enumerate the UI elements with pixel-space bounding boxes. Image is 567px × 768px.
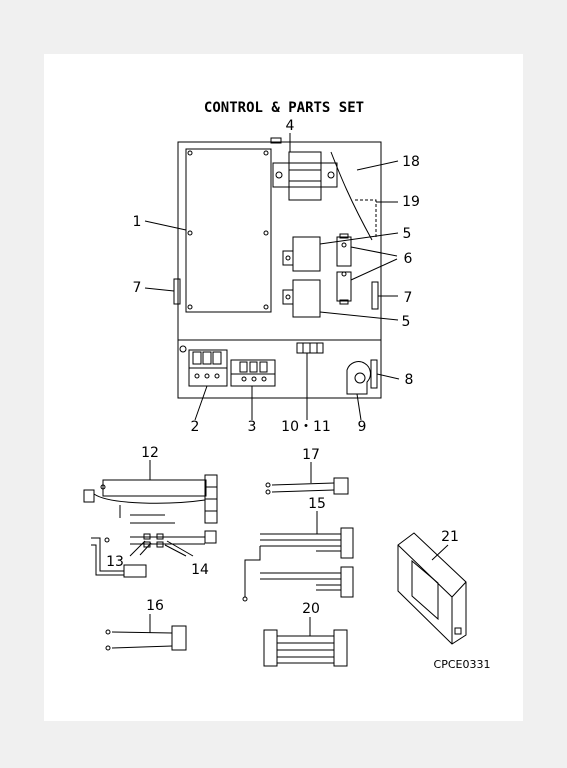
clamp-right-part-7: [371, 281, 379, 310]
callout-1: 1: [133, 214, 142, 230]
holder-lower-part-6: [336, 271, 352, 305]
leader-lines-box: [144, 133, 400, 421]
callout-2: 2: [191, 419, 200, 435]
callout-20: 20: [302, 601, 320, 617]
callout-16: 16: [146, 598, 164, 614]
callout-18: 18: [402, 154, 420, 170]
callout-7-left: 7: [133, 280, 142, 296]
bushing-part-8: [370, 359, 378, 389]
wire-harness-part-12: [83, 460, 218, 578]
callout-10-11: 10・11: [281, 419, 331, 435]
terminal-block-part-2: [179, 345, 228, 387]
relay-upper-part-5: [282, 236, 321, 272]
callout-13: 13: [106, 554, 124, 570]
callout-17: 17: [302, 447, 320, 463]
transformer-part-4: [272, 151, 338, 201]
drawing-code: CPCE0331: [434, 658, 491, 671]
callout-5-upper: 5: [403, 226, 412, 242]
wire-harness-part-17: [265, 462, 349, 495]
callout-15: 15: [308, 496, 326, 512]
callout-12: 12: [141, 445, 159, 461]
callout-4: 4: [286, 118, 295, 134]
callout-labels: 4 1 7 18 19 5 6 7 5 8 2 3 10・11 9 12 17 …: [106, 118, 459, 617]
control-box-tab: [270, 137, 282, 144]
wire-part-18: [330, 151, 373, 241]
callout-8: 8: [405, 372, 414, 388]
remote-controller-part-21: [397, 532, 467, 645]
wire-harness-part-20: [263, 617, 348, 667]
callout-6: 6: [404, 251, 413, 267]
callout-7-right: 7: [404, 290, 413, 306]
grommet-part-9: [346, 361, 371, 395]
wire-harness-part-16: [105, 614, 187, 651]
callout-14: 14: [191, 562, 209, 578]
relay-lower-part-5: [282, 279, 321, 318]
diagram-title: CONTROL & PARTS SET: [204, 100, 364, 116]
callout-9: 9: [358, 419, 367, 435]
holder-upper-part-6: [336, 233, 352, 267]
callout-19: 19: [402, 194, 420, 210]
drawing-sheet: [44, 54, 523, 721]
callout-3: 3: [248, 419, 257, 435]
callout-5-lower: 5: [402, 314, 411, 330]
wire-harness-part-15: [242, 511, 354, 602]
pcb-board-part-1: [185, 148, 272, 313]
clamp-left-part-7: [173, 278, 181, 305]
callout-21: 21: [441, 529, 459, 545]
control-box: [177, 141, 382, 399]
terminal-block-part-3: [230, 359, 276, 387]
wire-part-19: [355, 199, 377, 238]
connector-part-10-11: [296, 342, 324, 354]
